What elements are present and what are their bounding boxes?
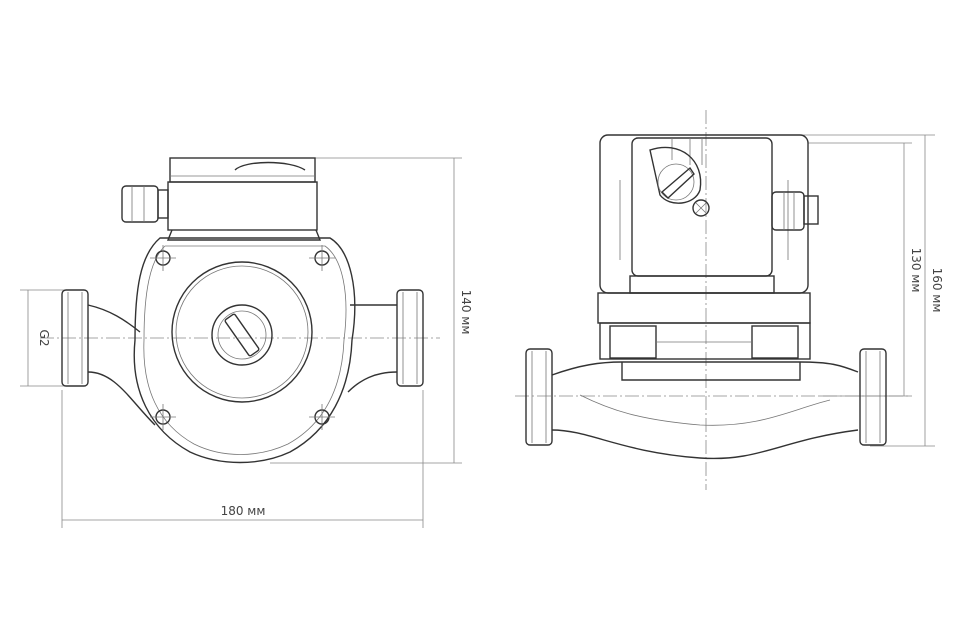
- inner-height-dimension-label: 130 мм: [909, 248, 923, 293]
- side-pump-casing: [551, 361, 859, 460]
- side-view: [515, 110, 935, 490]
- housing-bolts: [150, 245, 335, 430]
- front-dimension-lines: [20, 157, 462, 528]
- right-flange: [347, 289, 424, 393]
- front-view: [20, 157, 462, 528]
- side-right-flange: [859, 348, 887, 446]
- motor-face: [171, 261, 313, 403]
- width-dimension-label: 180 мм: [221, 504, 266, 518]
- thread-size-label: G2: [37, 330, 51, 347]
- motor-block: [599, 134, 809, 294]
- pump-collar: [597, 292, 811, 360]
- side-left-flange: [525, 348, 553, 446]
- side-cable-gland: [771, 191, 819, 231]
- left-flange: [61, 289, 156, 426]
- terminal-box: [166, 157, 322, 241]
- total-height-dimension-label: 160 мм: [930, 268, 944, 313]
- cable-gland: [121, 185, 169, 223]
- pump-housing: [133, 237, 356, 464]
- speed-selector: [649, 146, 710, 217]
- front-height-dimension-label: 140 мм: [459, 290, 473, 335]
